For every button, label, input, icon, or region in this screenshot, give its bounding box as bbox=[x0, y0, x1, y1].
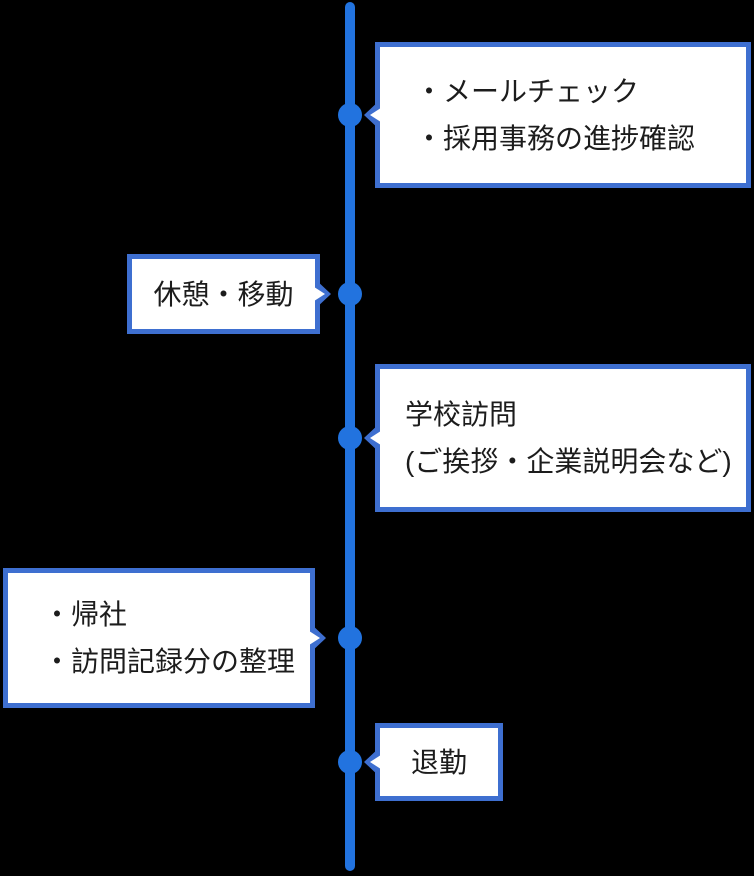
callout-text-line: (ご挨拶・企業説明会など) bbox=[405, 446, 732, 477]
timeline-dot bbox=[338, 750, 362, 774]
callout-pointer-fill bbox=[370, 429, 384, 447]
callout-text-line: 休憩・移動 bbox=[153, 278, 294, 310]
timeline-dot bbox=[338, 626, 362, 650]
callout-pointer-fill bbox=[370, 106, 384, 124]
callout-return-to-office: ・帰社 ・訪問記録分の整理 bbox=[3, 568, 326, 708]
callout-text-line: ・採用事務の進捗確認 bbox=[415, 123, 696, 154]
callout-text-line: ・メールチェック bbox=[415, 76, 640, 107]
callout-morning-desk-work: ・メールチェック ・採用事務の進捗確認 bbox=[364, 42, 751, 188]
callout-text-line: 学校訪問 bbox=[405, 399, 518, 430]
callout-pointer-fill bbox=[306, 629, 320, 647]
callout-school-visit: 学校訪問 (ご挨拶・企業説明会など) bbox=[364, 364, 751, 512]
callout-text-line: ・訪問記録分の整理 bbox=[43, 646, 296, 677]
callout-text-line: 退勤 bbox=[410, 746, 467, 778]
timeline-dot bbox=[338, 103, 362, 127]
callout-pointer-fill bbox=[311, 285, 325, 303]
callout-break-move: 休憩・移動 bbox=[127, 254, 331, 334]
timeline-dot bbox=[338, 426, 362, 450]
callout-leave-work: 退勤 bbox=[364, 723, 503, 801]
callout-pointer-fill bbox=[370, 753, 384, 771]
callout-text-line: ・帰社 bbox=[43, 599, 128, 630]
timeline-dot bbox=[338, 282, 362, 306]
